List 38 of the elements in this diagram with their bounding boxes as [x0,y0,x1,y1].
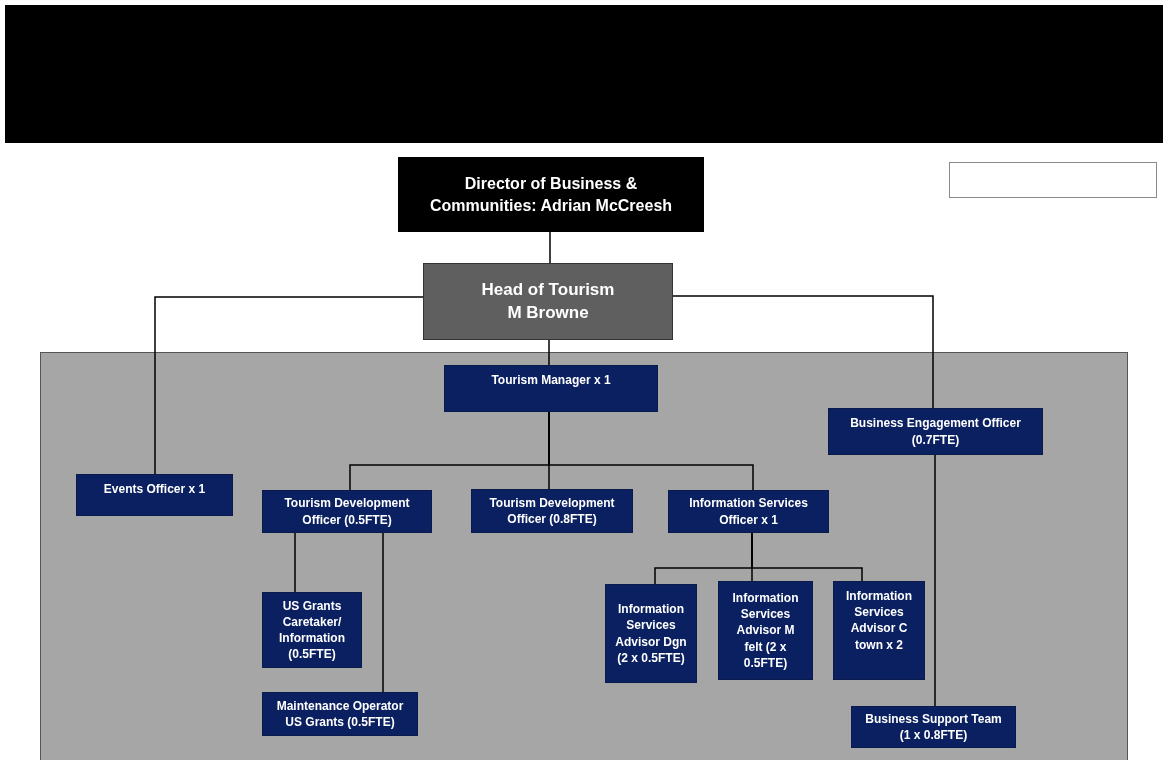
role-title: Tourism Manager x 1 [491,372,611,389]
role-title: Information Services Advisor Dgn (2 x 0.5FTE) [614,601,688,666]
role-box [605,584,697,683]
role-box [471,489,633,533]
role-title: Business Engagement Officer (0.7FTE) [849,415,1022,448]
connector-line [672,295,934,409]
empty-box [949,162,1157,198]
role-box [851,706,1016,748]
role-box [423,263,673,340]
role-title: Tourism Development Officer (0.8FTE) [488,494,616,528]
role-title: Director of Business & Communities: Adrian McCreesh [428,173,674,216]
connector-line [549,231,551,264]
connector-line [934,454,936,707]
role-title: Head of Tourism M Browne [480,278,616,324]
role-box [76,474,233,516]
role-title: Information Services Advisor M felt (2 x 0.5FTE) [731,590,800,671]
connector-line [382,532,384,693]
connector-line [548,411,754,491]
role-title: US Grants Caretaker/ Information (0.5FTE) [278,597,346,663]
role-title: Events Officer x 1 [103,481,206,498]
role-title: Maintenance Operator US Grants (0.5FTE) [275,697,405,731]
role-box [262,692,418,736]
role-box [833,581,925,680]
role-title: Information Services Advisor C town x 2 [845,588,913,653]
role-box [398,157,704,232]
connector-line [154,296,424,475]
connector-line [548,339,550,366]
role-box [262,592,362,668]
role-box [828,408,1043,455]
role-title: Information Services Officer x 1 [688,495,809,528]
role-box [718,581,813,680]
role-box [262,490,432,533]
role-box [444,365,658,412]
role-box [668,490,829,533]
connector-line [294,532,296,593]
role-title: Tourism Development Officer (0.5FTE) [283,495,411,528]
role-title: Business Support Team (1 x 0.8FTE) [864,710,1003,744]
connector-line [751,532,863,582]
